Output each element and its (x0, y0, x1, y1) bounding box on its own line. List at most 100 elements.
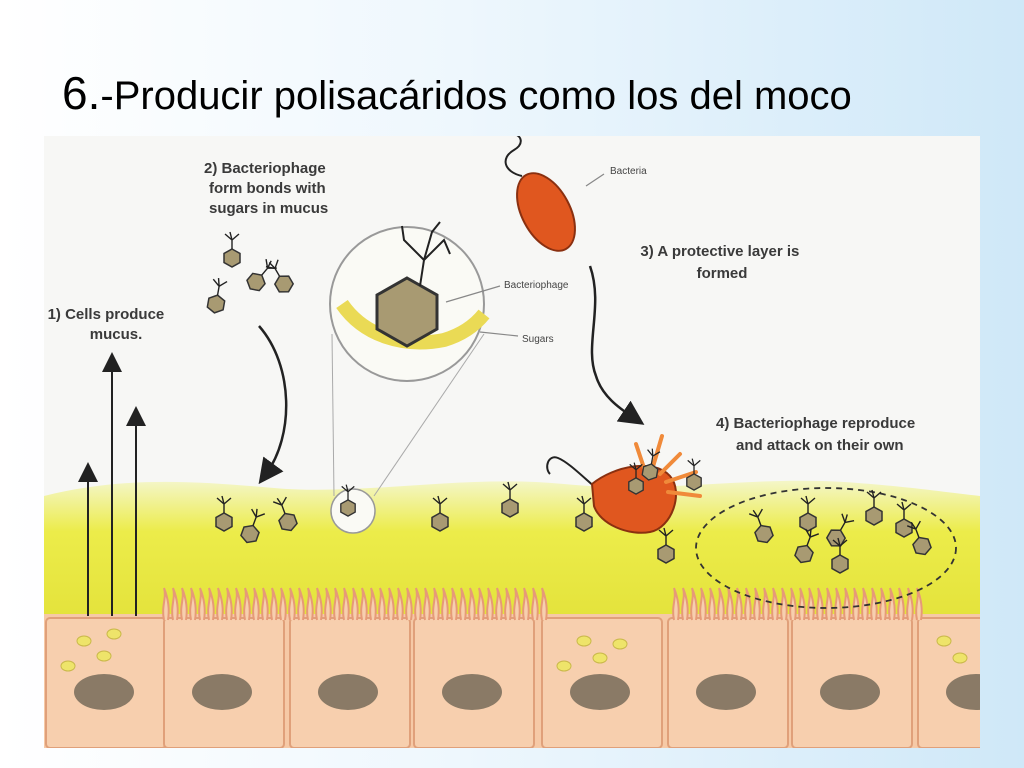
cell-nucleus (192, 674, 252, 710)
microvillus (315, 587, 323, 621)
microvillus (825, 587, 833, 621)
bacteriophage (865, 489, 883, 526)
phage-group-ellipse (695, 487, 957, 609)
mucus-granule (96, 650, 112, 662)
microvillus (360, 587, 368, 621)
arrow-bacteria-to-layer (588, 265, 645, 425)
bacteriophage (240, 508, 266, 544)
title-number: 6. (62, 67, 101, 119)
microvillus (351, 587, 359, 621)
microvillus (915, 587, 923, 621)
bacteriophage-mucus-diagram: 1) Cells produce mucus. 2) Bacteriophage… (44, 136, 980, 748)
mucus-granule (76, 635, 92, 647)
bacteriophage (748, 508, 774, 544)
microvillus (171, 587, 179, 621)
microvillus (906, 587, 914, 621)
microvillus (180, 587, 188, 621)
bacteriophages (206, 231, 932, 574)
callout-bacteriophage: Bacteriophage (504, 280, 569, 291)
microvillus (252, 587, 260, 621)
microvillus (198, 587, 206, 621)
microvillus (468, 587, 476, 621)
microvillus (495, 587, 503, 621)
microvillus (531, 587, 539, 621)
step1-label: 1) Cells produce mucus. (48, 306, 169, 343)
attacked-bacteria (546, 434, 702, 534)
bacteriophage (575, 495, 593, 532)
microvillus (297, 587, 305, 621)
microvillus (279, 587, 287, 621)
cell-nucleus (946, 674, 980, 710)
microvillus (216, 587, 224, 621)
microvillus (735, 587, 743, 621)
mucus-granule (556, 660, 572, 672)
microvillus (879, 587, 887, 621)
mucus-granule (612, 638, 628, 650)
microvillus (234, 587, 242, 621)
microvillus (405, 587, 413, 621)
microvillus (708, 587, 716, 621)
microvillus (762, 587, 770, 621)
microvillus (486, 587, 494, 621)
bacteriophage (895, 501, 913, 538)
bacteriophage (906, 520, 932, 556)
cell-nucleus (570, 674, 630, 710)
microvillus (897, 587, 905, 621)
microvillus (690, 587, 698, 621)
mucus-granule (60, 660, 76, 672)
microvillus (450, 587, 458, 621)
callout-leaders (445, 173, 605, 337)
microvillus (423, 587, 431, 621)
cell-nucleus (820, 674, 880, 710)
microvillus (270, 587, 278, 621)
cell-nucleus (696, 674, 756, 710)
mucus-granule (936, 635, 952, 647)
microvillus (789, 587, 797, 621)
microvillus (843, 587, 851, 621)
microvillus (717, 587, 725, 621)
microvillus (432, 587, 440, 621)
microvillus (243, 587, 251, 621)
bacteriophage (265, 259, 295, 293)
microvillus (189, 587, 197, 621)
callout-sugars: Sugars (522, 334, 554, 345)
step4-label: 4) Bacteriophage reproduce and attack on… (716, 415, 919, 454)
microvillus (504, 587, 512, 621)
microvillus (342, 587, 350, 621)
microvillus (681, 587, 689, 621)
microvillus (441, 587, 449, 621)
epithelial-cell (917, 617, 980, 748)
microvillus (888, 587, 896, 621)
microvillus (387, 587, 395, 621)
microvillus (378, 587, 386, 621)
bacteriophage (799, 495, 817, 532)
microvillus (861, 587, 869, 621)
microvillus (369, 587, 377, 621)
microvillus (513, 587, 521, 621)
zoom-circle (329, 221, 490, 534)
step3-label: 3) A protective layer is formed (640, 243, 803, 282)
bacteriophage (431, 495, 449, 532)
microvillus (780, 587, 788, 621)
mucus-granule (592, 652, 608, 664)
step2-label: 2) Bacteriophage form bonds with sugars … (204, 160, 330, 217)
bacteriophage (215, 495, 233, 532)
microvillus (540, 587, 548, 621)
bacteriophage (272, 496, 298, 532)
microvillus (798, 587, 806, 621)
microvillus (288, 587, 296, 621)
cell-nucleus (442, 674, 502, 710)
mucus-granule (952, 652, 968, 664)
bacteriophage (641, 448, 661, 481)
microvillus (261, 587, 269, 621)
microvillus (225, 587, 233, 621)
microvillus (672, 587, 680, 621)
bacteriophage (246, 259, 277, 292)
zoom-guide-lines (331, 333, 485, 497)
title-text: -Producir polisacáridos como los del moc… (100, 74, 852, 118)
bacteriophage (825, 513, 855, 547)
bacteriophage (223, 231, 241, 268)
microvillus (807, 587, 815, 621)
bacteriophage (686, 458, 702, 491)
bacteriophage (206, 277, 228, 314)
